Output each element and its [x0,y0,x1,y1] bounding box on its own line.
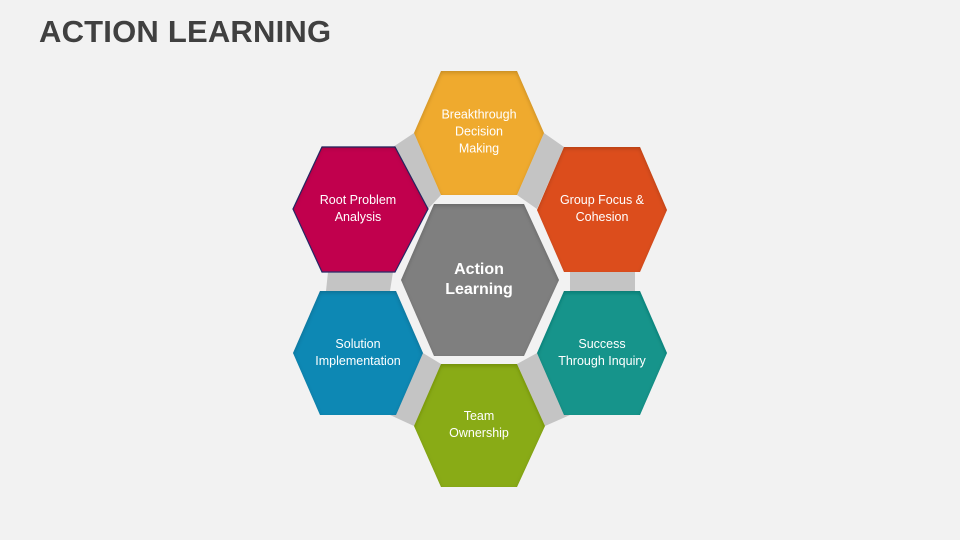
hex-success [537,291,667,415]
label-line: Making [458,141,500,156]
label-success: Success Through Inquiry [558,336,646,370]
label-line: Implementation [315,354,401,368]
hex-solution [293,291,423,415]
slide-title: ACTION LEARNING [39,14,332,49]
center-label: Action Learning [445,260,513,300]
connector-root-breakthrough [393,133,441,209]
connector-solution-root [326,272,393,291]
connector-breakthrough-group [517,133,564,209]
center-label-line2: Learning [445,281,513,298]
connectors [326,133,635,426]
label-line: Analysis [334,210,382,224]
label-group-focus: Group Focus & Cohesion [560,192,644,226]
hex-center [401,204,559,356]
connector-group-success [570,272,635,291]
label-line: Root Problem [319,193,397,207]
label-line: Ownership [449,426,509,440]
center-label-line1: Action [454,261,504,278]
label-line: Breakthrough [441,107,517,122]
label-team: Team Ownership [449,408,509,442]
label-line: Success [578,337,626,351]
hex-group-focus [537,147,667,272]
label-breakthrough: Breakthrough Decision Making [441,107,516,158]
label-root: Root Problem Analysis [320,192,396,226]
label-line: Team [463,409,495,423]
connector-team-solution [390,353,441,426]
label-line: Cohesion [575,210,629,224]
label-line: Through Inquiry [558,354,646,368]
label-solution: Solution Implementation [315,336,400,370]
hex-breakthrough [414,71,544,195]
connector-success-team [517,353,570,426]
label-line: Solution [335,337,381,351]
label-line: Decision [455,124,503,139]
label-line: Group Focus & [559,193,645,207]
hex-team [414,364,545,487]
hex-root [292,146,429,273]
